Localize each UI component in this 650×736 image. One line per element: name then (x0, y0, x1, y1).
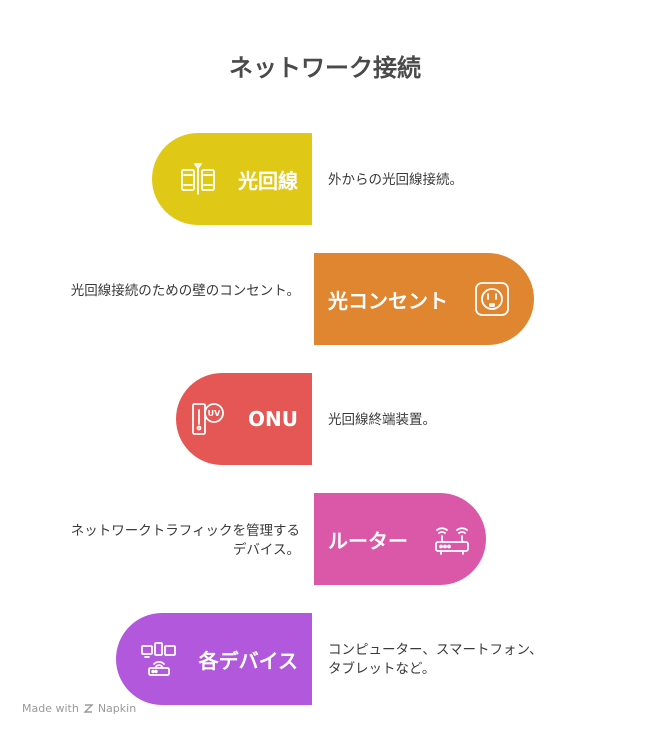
fiber-cable-icon (178, 159, 218, 199)
step-optical-outlet: 光コンセント (314, 253, 534, 345)
made-with-text: Made with (22, 702, 79, 715)
onu-device-icon: UV (188, 399, 228, 439)
diagram-title: ネットワーク接続 (229, 54, 421, 82)
napkin-logo-icon (83, 704, 94, 713)
svg-text:UV: UV (208, 409, 221, 418)
step-label: ルーター (328, 528, 408, 553)
step-fiber-line: 光回線 (152, 133, 312, 225)
step-description: 光回線終端装置。 (328, 412, 436, 428)
step-router: ルーター (314, 493, 486, 585)
step-description: ネットワークトラフィックを管理するデバイス。 (70, 523, 300, 558)
step-description: 外からの光回線接続。 (328, 172, 463, 188)
step-label: 各デバイス (198, 648, 298, 673)
router-icon (432, 519, 472, 559)
brand-text: Napkin (97, 702, 137, 715)
step-description: 光回線接続のための壁のコンセント。 (70, 283, 300, 299)
step-description: コンピューター、スマートフォン、タブレットなど。 (328, 642, 543, 677)
devices-icon (139, 639, 179, 679)
step-label: 光コンセント (328, 288, 448, 313)
step-devices: 各デバイス (116, 613, 312, 705)
wall-outlet-icon (472, 279, 512, 319)
step-label: 光回線 (238, 168, 298, 193)
napkin-watermark: Made with Napkin (22, 702, 136, 715)
step-onu: UV ONU (176, 373, 312, 465)
step-label: ONU (248, 407, 298, 431)
